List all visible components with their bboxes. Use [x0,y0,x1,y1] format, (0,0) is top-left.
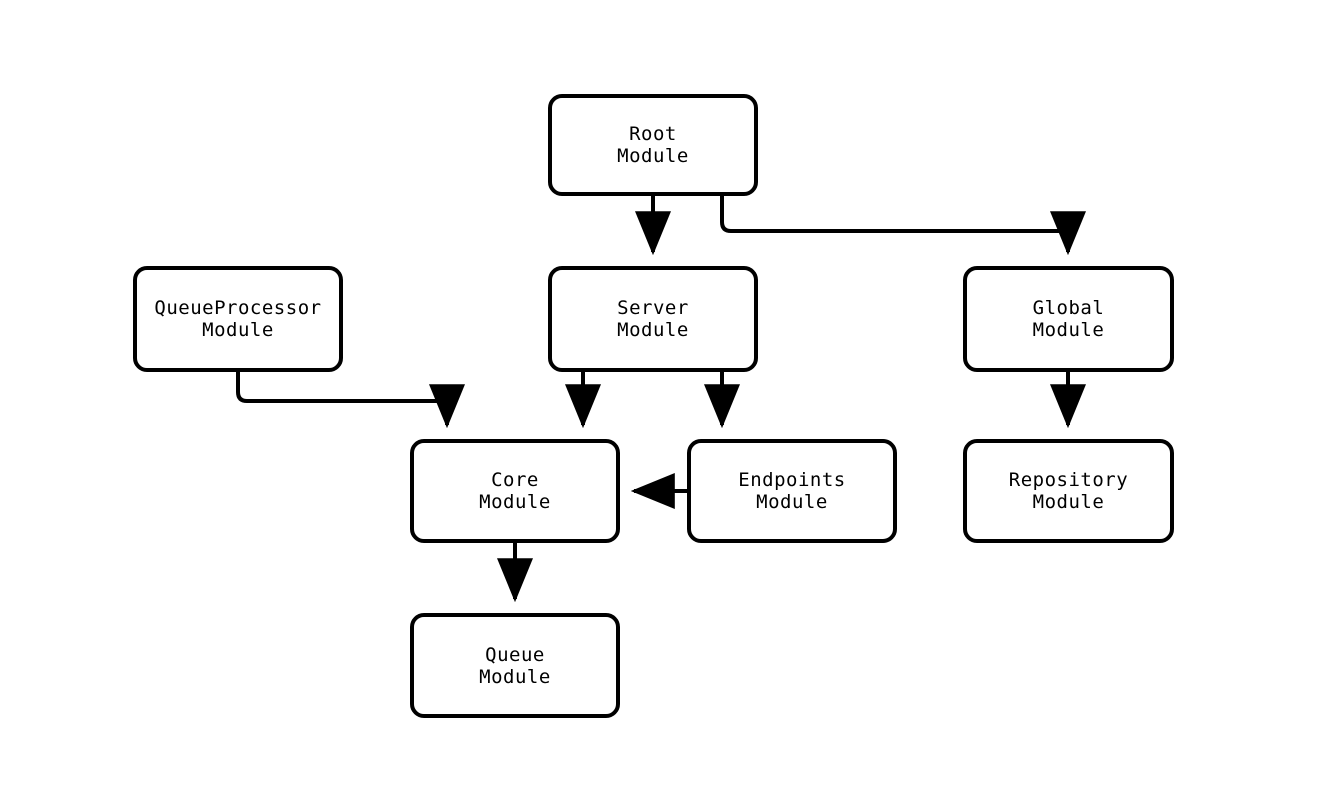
node-core[interactable]: Core Module [410,439,620,543]
node-queueprocessor-line1: QueueProcessor [154,297,322,319]
edge-root-to-global [720,196,1086,256]
node-repository[interactable]: Repository Module [963,439,1174,543]
node-root[interactable]: Root Module [548,94,758,196]
node-queue-line2: Module [479,665,551,688]
node-repository-line2: Module [1032,491,1105,513]
node-root-line2: Module [617,145,689,167]
node-global-line1: Global [1032,297,1105,319]
node-core-line2: Module [479,491,551,513]
node-queue-line1: Queue [485,643,545,666]
node-queueprocessor-line2: Module [202,319,274,341]
node-endpoints[interactable]: Endpoints Module [687,439,897,543]
node-server[interactable]: Server Module [548,266,758,372]
node-server-line2: Module [617,319,689,341]
node-repository-line1: Repository [1008,469,1129,491]
node-queueprocessor[interactable]: QueueProcessor Module [133,266,343,372]
node-queue[interactable]: Queue Module [410,613,620,718]
node-core-line1: Core [491,469,539,491]
node-endpoints-line1: Endpoints [738,469,846,491]
node-global[interactable]: Global Module [963,266,1174,372]
node-root-line1: Root [629,123,677,145]
node-global-line2: Module [1032,319,1105,341]
node-server-line1: Server [617,297,689,319]
node-endpoints-line2: Module [756,491,828,513]
edge-queueprocessor-to-core [236,372,465,429]
